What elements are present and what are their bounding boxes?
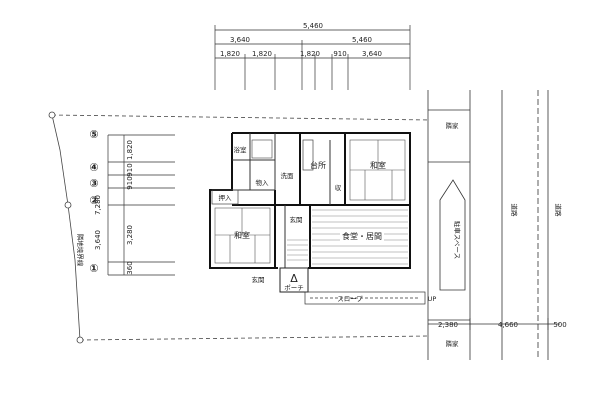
room-oshiire: 押入	[219, 193, 233, 202]
room-yokushitsu: 浴室	[234, 145, 248, 154]
left-dimension-lines	[107, 134, 175, 276]
parking-outline	[439, 179, 466, 291]
ldk-label-bg	[340, 231, 384, 241]
boundary-label: 隣地境界線	[76, 234, 85, 267]
left-dim-outer-1: 7,280	[94, 195, 102, 215]
top-dim-low-4: 910	[333, 50, 346, 58]
neighbor-bottom: 隣家	[446, 339, 460, 348]
tatami-left	[214, 207, 271, 264]
top-dimension-lines	[214, 25, 411, 90]
kitchen-counter	[302, 139, 314, 171]
bottom-dim-1: 2,380	[438, 321, 458, 329]
top-dim-low-5: 3,640	[362, 50, 382, 58]
room-genkan: 玄関	[290, 215, 303, 224]
tatami-right	[349, 139, 406, 201]
left-dim-inner-3: 910	[126, 176, 134, 189]
building-walls	[209, 132, 411, 269]
bathtub	[251, 139, 273, 159]
boundary-marker-mid	[64, 201, 72, 209]
left-dim-outer-2: 3,640	[94, 230, 102, 250]
room-washitsu-right: 和室	[370, 160, 386, 170]
left-dim-inner-2: 910	[126, 163, 134, 176]
boundary-marker-top	[48, 111, 56, 119]
marker-4: ④	[89, 161, 98, 174]
top-dim-mid-left: 3,640	[230, 36, 250, 44]
porch-box	[279, 267, 309, 293]
oshiire-box	[211, 189, 239, 205]
marker-1: ①	[89, 262, 98, 275]
road	[501, 90, 549, 360]
parking-label: 駐車スペース	[453, 221, 462, 259]
left-dim-inner-4: 3,280	[126, 225, 134, 245]
top-dim-overall: 5,460	[303, 22, 323, 30]
room-kitchen: 台所	[310, 160, 326, 170]
slope	[304, 291, 426, 305]
slope-label: スロープ	[337, 295, 363, 303]
porch-marker: Δ	[290, 272, 298, 285]
left-dim-inner-1: 1,820	[126, 140, 134, 160]
boundary-marker-bottom	[76, 336, 84, 344]
room-entrance-hall: 玄関	[252, 275, 265, 284]
top-dim-low-1: 1,820	[220, 50, 240, 58]
bottom-dim-3: 500	[553, 321, 566, 329]
bottom-dimension-line	[428, 318, 560, 330]
interior-partitions	[232, 133, 331, 268]
top-dim-low-2: 1,820	[252, 50, 272, 58]
room-porch: ポーチ	[284, 284, 304, 292]
slope-up-label: UP	[428, 295, 437, 303]
neighbor-top: 隣家	[446, 121, 460, 130]
genkan-hatch	[287, 239, 308, 261]
marker-3: ③	[89, 177, 98, 190]
street-label: 道路	[554, 204, 563, 218]
room-kitchen-storage: 収	[335, 184, 342, 192]
neighbor-strip	[427, 90, 471, 360]
top-dim-low-3: 1,820	[300, 50, 320, 58]
marker-5: ⑤	[89, 128, 98, 141]
room-senmen: 洗面	[281, 171, 295, 180]
room-closet: 物入	[256, 178, 270, 187]
left-dim-inner-5: 360	[126, 261, 134, 274]
room-washitsu-left: 和室	[234, 230, 250, 240]
room-ldk: 食堂・居間	[342, 231, 382, 241]
bottom-dim-2: 4,660	[498, 321, 518, 329]
marker-2: ②	[89, 194, 98, 207]
top-dim-mid-right: 5,460	[352, 36, 372, 44]
road-label-right: 道路	[510, 204, 519, 218]
